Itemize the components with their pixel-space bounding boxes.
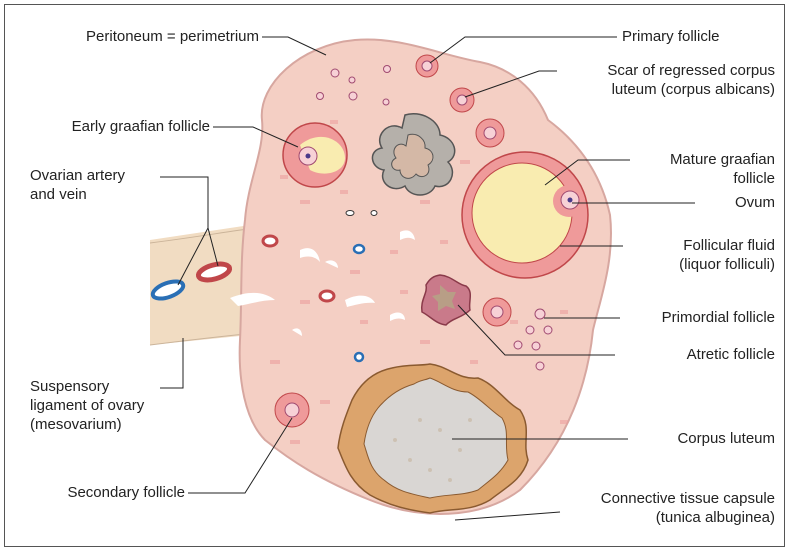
label-mature-line1: Mature graafian xyxy=(600,150,775,169)
label-primary-follicle: Primary follicle xyxy=(622,27,720,46)
label-follicular-fluid-line1: Follicular fluid xyxy=(600,236,775,255)
label-capsule-line1: Connective tissue capsule xyxy=(520,489,775,508)
label-secondary-follicle: Secondary follicle xyxy=(10,483,185,502)
label-primordial-follicle: Primordial follicle xyxy=(600,308,775,327)
label-early-graafian-follicle: Early graafian follicle xyxy=(10,117,210,136)
label-follicular-fluid-line2: (liquor folliculi) xyxy=(600,255,775,274)
label-suspensory-line3: (mesovarium) xyxy=(30,415,122,434)
label-ovarian-artery-line1: Ovarian artery xyxy=(30,166,125,185)
label-scar-line1: Scar of regressed corpus xyxy=(520,61,775,80)
label-mature-line2: follicle xyxy=(600,169,775,188)
label-corpus-luteum: Corpus luteum xyxy=(600,429,775,448)
label-suspensory-line2: ligament of ovary xyxy=(30,396,144,415)
label-scar-line2: luteum (corpus albicans) xyxy=(520,80,775,99)
early-graafian-follicle xyxy=(283,123,347,187)
label-peritoneum: Peritoneum = perimetrium xyxy=(10,27,259,46)
label-ovarian-artery-line2: and vein xyxy=(30,185,87,204)
label-suspensory-line1: Suspensory xyxy=(30,377,109,396)
label-ovum: Ovum xyxy=(680,193,775,212)
label-atretic-follicle: Atretic follicle xyxy=(600,345,775,364)
label-capsule-line2: (tunica albuginea) xyxy=(520,508,775,527)
mature-graafian-follicle xyxy=(462,152,588,278)
